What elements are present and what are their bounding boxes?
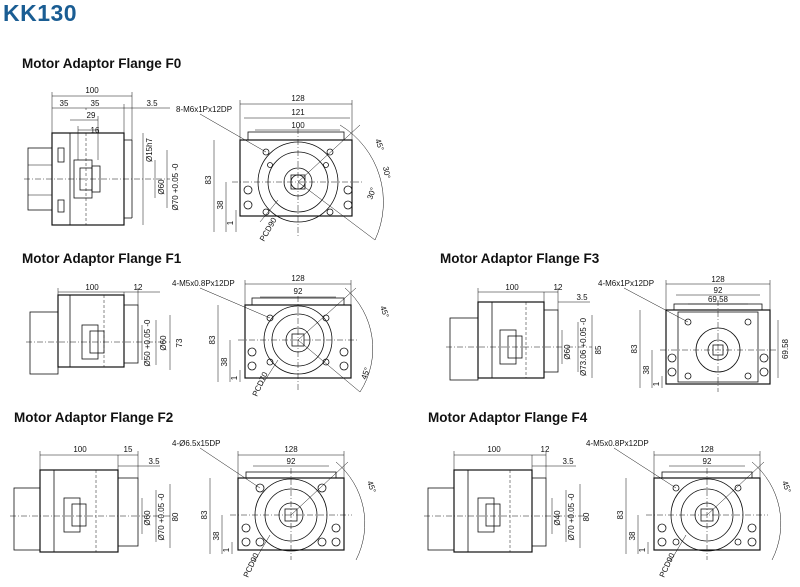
f2-pcd: PCD90 bbox=[242, 551, 261, 579]
f1-holes-label: 4-M5x0.8Px12DP bbox=[172, 279, 235, 288]
f2-dim-pilot: Ø60 bbox=[143, 510, 152, 526]
f0-dim-tol: Ø70 +0.05 -0 bbox=[171, 163, 180, 210]
f3-dim-38: 38 bbox=[642, 365, 651, 374]
f3-dim-3-5: 3.5 bbox=[576, 293, 588, 302]
f0-dim-83: 83 bbox=[204, 175, 213, 184]
f1-pcd: PCD70 bbox=[251, 370, 270, 398]
f1-dim-1: 1 bbox=[230, 375, 239, 380]
f3-dim-128: 128 bbox=[711, 275, 725, 284]
f2-dim-overall: 100 bbox=[73, 445, 87, 454]
f2-dim-tol: Ø70 +0.05 -0 bbox=[157, 493, 166, 540]
f3-holes-label: 4-M6x1Px12DP bbox=[598, 279, 654, 288]
f1-dim-92: 92 bbox=[294, 287, 303, 296]
f2-dim-92: 92 bbox=[287, 457, 296, 466]
f1-angle-45a: 45° bbox=[378, 305, 391, 319]
f1-dim-73: 73 bbox=[175, 338, 184, 347]
section-title-f1: Motor Adaptor Flange F1 bbox=[22, 251, 182, 266]
f3-dim-pilot: Ø60 bbox=[563, 344, 572, 360]
f3-side-view: 100 12 3.5 Ø60 Ø73.06 +0.05 -0 85 bbox=[446, 283, 603, 381]
f1-dim-38: 38 bbox=[220, 357, 229, 366]
section-title-f4: Motor Adaptor Flange F4 bbox=[428, 410, 588, 425]
section-title-f3: Motor Adaptor Flange F3 bbox=[440, 251, 600, 266]
f1-dim-pilot: Ø60 bbox=[159, 335, 168, 351]
f0-angle-30b: 30° bbox=[365, 186, 378, 200]
f0-pcd: PCD90 bbox=[258, 216, 279, 243]
f4-holes-label: 4-M5x0.8Px12DP bbox=[586, 439, 649, 448]
f3-dim-12: 12 bbox=[554, 283, 563, 292]
f0-dim-16: 16 bbox=[91, 126, 100, 135]
f3-dim-1: 1 bbox=[652, 381, 661, 386]
f0-dim-29: 29 bbox=[87, 111, 96, 120]
f3-dim-83: 83 bbox=[630, 344, 639, 353]
f4-dim-pilot: Ø40 bbox=[553, 510, 562, 526]
page-title: KK130 bbox=[3, 0, 78, 26]
f2-dim-3-5: 3.5 bbox=[148, 457, 160, 466]
f1-dim-12: 12 bbox=[134, 283, 143, 292]
f3-front-view: 128 92 69.58 4-M6x1Px12DP 83 38 1 69.58 bbox=[598, 275, 790, 392]
f2-dim-128: 128 bbox=[284, 445, 298, 454]
f4-dim-3-5: 3.5 bbox=[562, 457, 574, 466]
f4-front-view: 128 92 4-M5x0.8Px12DP 83 38 1 PCD90 45° bbox=[586, 439, 793, 579]
f4-dim-overall: 100 bbox=[487, 445, 501, 454]
f0-dim-3-5: 3.5 bbox=[146, 99, 158, 108]
f0-dim-121: 121 bbox=[291, 108, 305, 117]
f0-dim-35b: 35 bbox=[91, 99, 100, 108]
f0-dim-1: 1 bbox=[226, 220, 235, 225]
f4-dim-83: 83 bbox=[616, 510, 625, 519]
f2-dim-38: 38 bbox=[212, 531, 221, 540]
f2-angle-45: 45° bbox=[365, 480, 378, 494]
f1-side-view: 100 12 Ø50 +0.05 -0 Ø60 73 bbox=[26, 283, 184, 375]
f4-pcd: PCD90 bbox=[658, 551, 677, 579]
f0-dim-100: 100 bbox=[291, 121, 305, 130]
f4-dim-12: 12 bbox=[541, 445, 550, 454]
f0-angle-45: 45° bbox=[373, 138, 386, 152]
f3-dim-85: 85 bbox=[594, 345, 603, 354]
f4-dim-38: 38 bbox=[628, 531, 637, 540]
f1-dim-128: 128 bbox=[291, 274, 305, 283]
f2-front-view: 128 92 4-Ø6.5x15DP 83 38 1 PCD90 45° bbox=[172, 439, 378, 579]
f4-dim-80: 80 bbox=[582, 512, 591, 521]
f4-dim-1: 1 bbox=[638, 547, 647, 552]
f0-side-view: 100 35 35 3.5 29 16 Ø15h7 Ø60 Ø70 +0.05 … bbox=[24, 86, 180, 226]
f4-angle-45: 45° bbox=[780, 480, 793, 494]
f0-front-view: 128 121 100 8-M6x1Px12DP 83 38 1 PCD90 4… bbox=[176, 94, 392, 243]
f0-dim-overall: 100 bbox=[85, 86, 99, 95]
f1-dim-83: 83 bbox=[208, 335, 217, 344]
f3-dim-overall: 100 bbox=[505, 283, 519, 292]
f0-dim-shaft: Ø15h7 bbox=[145, 137, 154, 162]
section-title-f0: Motor Adaptor Flange F0 bbox=[22, 56, 182, 71]
f2-dim-80: 80 bbox=[171, 512, 180, 521]
f0-dim-128: 128 bbox=[291, 94, 305, 103]
f0-dim-35a: 35 bbox=[60, 99, 69, 108]
f4-dim-92: 92 bbox=[703, 457, 712, 466]
f4-dim-tol: Ø70 +0.05 -0 bbox=[567, 493, 576, 540]
f1-dim-tol: Ø50 +0.05 -0 bbox=[143, 319, 152, 366]
f4-side-view: 100 12 3.5 Ø40 Ø70 +0.05 -0 80 bbox=[424, 445, 591, 553]
f3-dim-v69: 69.58 bbox=[781, 338, 790, 359]
f0-dim-38: 38 bbox=[216, 200, 225, 209]
f2-dim-15: 15 bbox=[124, 445, 133, 454]
f3-dim-69: 69.58 bbox=[708, 295, 729, 304]
f2-holes-label: 4-Ø6.5x15DP bbox=[172, 439, 220, 448]
f1-dim-overall: 100 bbox=[85, 283, 99, 292]
f1-front-view: 128 92 4-M5x0.8Px12DP 83 38 1 PCD70 45° … bbox=[172, 274, 391, 398]
f2-dim-1: 1 bbox=[222, 547, 231, 552]
f2-side-view: 100 15 3.5 Ø60 Ø70 +0.05 -0 80 bbox=[10, 445, 180, 553]
f2-dim-83: 83 bbox=[200, 510, 209, 519]
f3-dim-tol: Ø73.06 +0.05 -0 bbox=[579, 317, 588, 376]
f0-holes-label: 8-M6x1Px12DP bbox=[176, 105, 232, 114]
f0-dim-pilot: Ø60 bbox=[157, 179, 166, 195]
f1-angle-45b: 45° bbox=[359, 366, 372, 380]
f3-dim-92: 92 bbox=[714, 286, 723, 295]
f4-dim-128: 128 bbox=[700, 445, 714, 454]
f0-angle-30a: 30° bbox=[381, 166, 392, 179]
section-title-f2: Motor Adaptor Flange F2 bbox=[14, 410, 174, 425]
